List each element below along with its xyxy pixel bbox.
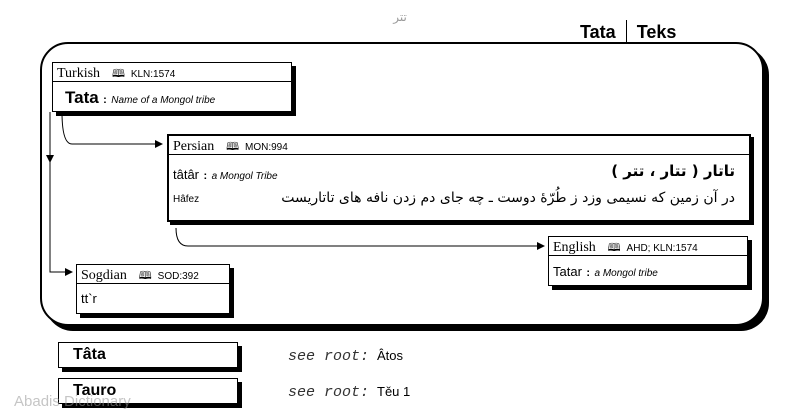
persian-source: MON:994 — [244, 142, 288, 153]
book-icon: 🕮 — [138, 270, 152, 282]
persian-card: Persian 🕮 MON:994 tâtâr : a Mongol Tribe… — [167, 134, 751, 222]
persian-quote: در آن زمین که نسیمی وزد ز طُرّهٔ دوست ـ … — [281, 190, 735, 206]
watermark: Abadis Dictionary — [14, 393, 131, 410]
book-icon: 🕮 — [607, 242, 621, 254]
turkish-gloss: Name of a Mongol tribe — [111, 95, 216, 106]
see-root-label: see root: — [288, 384, 370, 401]
arrow-turkish-to-persian — [61, 111, 163, 148]
arrow-turkish-to-sogdian — [49, 112, 73, 276]
persian-arabic-word: تاتار ( تتار ، تتر ) — [611, 162, 735, 180]
book-icon: 🕮 — [226, 141, 240, 153]
persian-language: Persian — [173, 139, 215, 154]
persian-colon: : — [203, 170, 208, 182]
english-word: Tatar — [553, 264, 582, 279]
turkish-body: Tata : Name of a Mongol tribe — [53, 82, 291, 108]
persian-translit-line: tâtâr : a Mongol Tribe — [173, 166, 278, 184]
turkish-colon: : — [103, 94, 107, 106]
persian-card-header: Persian 🕮 MON:994 — [169, 136, 749, 155]
header-dictionary: Teks — [636, 22, 677, 42]
english-card: English 🕮 AHD; KLN:1574 Tatar : a Mongol… — [548, 236, 748, 286]
arrow-persian-to-english — [175, 227, 545, 250]
turkish-card-header: Turkish 🕮 KLN:1574 — [53, 63, 291, 82]
sogdian-language: Sogdian — [81, 268, 127, 283]
persian-translit: tâtâr — [173, 167, 200, 182]
header-word: Tata — [580, 22, 616, 42]
header-divider — [625, 20, 627, 42]
english-body: Tatar : a Mongol tribe — [549, 256, 747, 281]
turkish-card: Turkish 🕮 KLN:1574 Tata : Name of a Mong… — [52, 62, 292, 112]
see-also-row-2: see root: Těu 1 — [288, 384, 410, 401]
english-card-header: English 🕮 AHD; KLN:1574 — [549, 237, 747, 256]
english-language: English — [553, 240, 596, 255]
turkish-source: KLN:1574 — [130, 69, 176, 80]
header-title: Tata Teks — [580, 20, 676, 43]
sogdian-card-header: Sogdian 🕮 SOD:392 — [77, 265, 229, 284]
see-also-row-1: see root: Âtos — [288, 348, 403, 365]
turkish-language: Turkish — [57, 66, 101, 81]
see-root-target-atos[interactable]: Âtos — [377, 348, 404, 363]
persian-gloss: a Mongol Tribe — [211, 171, 278, 182]
sogdian-word: tt`r — [81, 291, 97, 306]
see-also-entry-tauro[interactable]: Tauro — [58, 378, 238, 404]
see-root-target-teu[interactable]: Těu 1 — [377, 384, 411, 399]
top-word: تتر — [393, 10, 407, 24]
see-also-entry-tata[interactable]: Tâta — [58, 342, 238, 368]
sogdian-card: Sogdian 🕮 SOD:392 tt`r — [76, 264, 230, 314]
turkish-word: Tata — [65, 88, 99, 107]
english-colon: : — [586, 267, 591, 279]
persian-quote-author: Hâfez — [173, 194, 200, 205]
book-icon: 🕮 — [111, 68, 125, 80]
english-gloss: a Mongol tribe — [594, 268, 658, 279]
sogdian-source: SOD:392 — [157, 271, 199, 282]
see-root-label: see root: — [288, 348, 370, 365]
english-source: AHD; KLN:1574 — [626, 243, 698, 254]
